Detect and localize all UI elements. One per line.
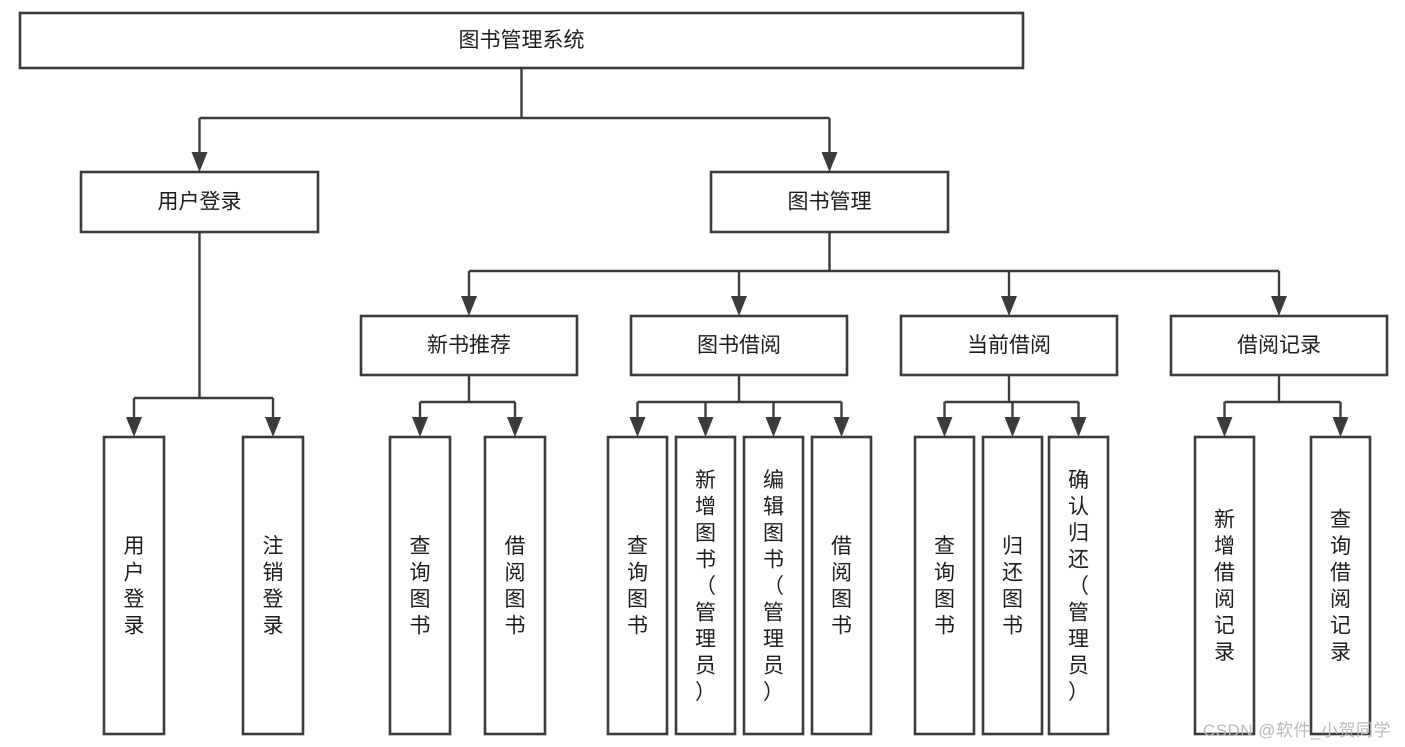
user-login-to-leaves-arrow-0 [126, 417, 142, 437]
node-leaf-current-return-book[interactable]: 归还图书 [981, 435, 1044, 736]
node-label-leaf-record-query: 查询借阅记录 [1330, 509, 1351, 665]
node-label-leaf-current-query-book: 查询图书 [934, 535, 955, 638]
node-box-new-book-rec [359, 314, 579, 377]
book-borrow-to-leaves-arrow-0 [629, 417, 646, 437]
node-leaf-rec-query-book[interactable]: 查询图书 [388, 435, 452, 736]
node-box-root [18, 11, 1025, 70]
node-book-manage[interactable]: 图书管理 [709, 170, 950, 234]
node-current-borrow[interactable]: 当前借阅 [899, 314, 1119, 377]
node-book-borrow[interactable]: 图书借阅 [629, 314, 849, 377]
node-box-book-borrow [629, 314, 849, 377]
node-new-book-rec[interactable]: 新书推荐 [359, 314, 579, 377]
borrow-record-to-leaves-arrow-0 [1216, 417, 1233, 437]
node-box-leaf-borrow-query-book [606, 435, 669, 736]
node-leaf-user-logout[interactable]: 注销登录 [241, 435, 305, 736]
node-label-borrow-record: 借阅记录 [1237, 334, 1321, 357]
node-label-leaf-record-add: 新增借阅记录 [1214, 509, 1235, 665]
node-root[interactable]: 图书管理系统 [18, 11, 1025, 70]
node-box-leaf-borrow-edit-book [742, 435, 805, 736]
nodes-layer: 图书管理系统用户登录图书管理新书推荐图书借阅当前借阅借阅记录用户登录注销登录查询… [18, 11, 1389, 736]
book-borrow-to-leaves-arrow-2 [765, 417, 782, 437]
node-box-leaf-record-query [1309, 435, 1372, 736]
node-label-leaf-borrow-borrow-book: 借阅图书 [831, 535, 852, 638]
node-leaf-borrow-edit-book[interactable]: 编辑图书（管理员） [742, 435, 805, 736]
book-manage-to-level3-arrow-2 [1001, 296, 1017, 316]
node-box-borrow-record [1169, 314, 1389, 377]
connectors-layer [126, 68, 1349, 437]
book-manage-to-level3-arrow-3 [1271, 296, 1287, 316]
book-borrow-to-leaves-arrow-3 [833, 417, 850, 437]
root-to-level2-arrow-1 [821, 152, 838, 172]
book-borrow-to-leaves-arrow-1 [697, 417, 714, 437]
node-label-leaf-current-return-book: 归还图书 [1002, 535, 1023, 638]
node-label-book-borrow: 图书借阅 [697, 334, 781, 357]
node-box-leaf-user-logout [241, 435, 305, 736]
node-borrow-record[interactable]: 借阅记录 [1169, 314, 1389, 377]
node-user-login[interactable]: 用户登录 [79, 170, 320, 234]
node-label-new-book-rec: 新书推荐 [427, 334, 511, 357]
node-box-leaf-current-query-book [913, 435, 976, 736]
node-label-leaf-borrow-edit-book: 编辑图书（管理员） [763, 469, 784, 704]
new-book-rec-to-leaves-arrow-1 [507, 417, 523, 437]
node-leaf-borrow-borrow-book[interactable]: 借阅图书 [810, 435, 873, 736]
node-box-leaf-borrow-add-book [674, 435, 737, 736]
node-leaf-current-query-book[interactable]: 查询图书 [913, 435, 976, 736]
node-box-leaf-record-add [1193, 435, 1256, 736]
watermark-label: CSDN @软件_小贺同学 [1202, 721, 1391, 740]
borrow-record-to-leaves-arrow-1 [1332, 417, 1349, 437]
node-label-leaf-current-confirm-return: 确认归还（管理员） [1068, 469, 1089, 704]
node-box-leaf-rec-borrow-book [483, 435, 547, 736]
node-leaf-borrow-add-book[interactable]: 新增图书（管理员） [674, 435, 737, 736]
node-leaf-record-add[interactable]: 新增借阅记录 [1193, 435, 1256, 736]
node-label-leaf-user-login: 用户登录 [124, 535, 145, 638]
node-box-leaf-user-login [102, 435, 166, 736]
node-box-leaf-borrow-borrow-book [810, 435, 873, 736]
current-borrow-to-leaves-arrow-0 [936, 417, 953, 437]
node-leaf-record-query[interactable]: 查询借阅记录 [1309, 435, 1372, 736]
node-box-user-login [79, 170, 320, 234]
new-book-rec-to-leaves-arrow-0 [412, 417, 428, 437]
root-to-level2-arrow-0 [191, 152, 208, 172]
user-login-to-leaves-arrow-1 [265, 417, 281, 437]
node-leaf-user-login[interactable]: 用户登录 [102, 435, 166, 736]
node-label-root: 图书管理系统 [459, 29, 585, 52]
node-box-book-manage [709, 170, 950, 234]
book-manage-to-level3-arrow-0 [461, 296, 477, 316]
node-leaf-borrow-query-book[interactable]: 查询图书 [606, 435, 669, 736]
book-manage-to-level3-arrow-1 [731, 296, 747, 316]
node-label-leaf-borrow-query-book: 查询图书 [627, 535, 648, 638]
node-leaf-rec-borrow-book[interactable]: 借阅图书 [483, 435, 547, 736]
node-label-current-borrow: 当前借阅 [967, 334, 1051, 357]
current-borrow-to-leaves-arrow-1 [1004, 417, 1021, 437]
node-label-leaf-user-logout: 注销登录 [263, 535, 284, 638]
node-label-leaf-borrow-add-book: 新增图书（管理员） [695, 469, 716, 704]
node-box-current-borrow [899, 314, 1119, 377]
node-label-leaf-rec-query-book: 查询图书 [410, 535, 431, 638]
node-label-leaf-rec-borrow-book: 借阅图书 [505, 535, 526, 638]
node-label-book-manage: 图书管理 [788, 191, 872, 214]
node-label-user-login: 用户登录 [158, 191, 242, 214]
node-box-leaf-rec-query-book [388, 435, 452, 736]
current-borrow-to-leaves-arrow-2 [1070, 417, 1087, 437]
node-box-leaf-current-return-book [981, 435, 1044, 736]
node-leaf-current-confirm-return[interactable]: 确认归还（管理员） [1047, 435, 1110, 736]
node-box-leaf-current-confirm-return [1047, 435, 1110, 736]
